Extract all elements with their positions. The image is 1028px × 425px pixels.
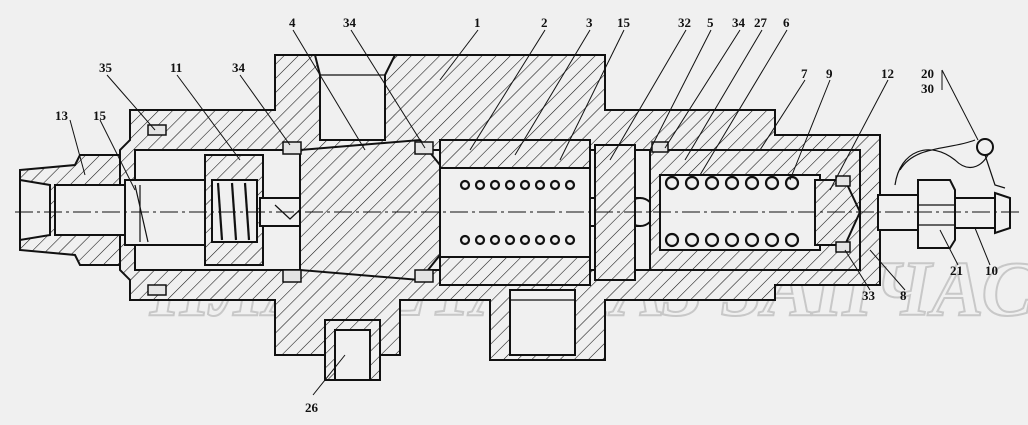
inlet-spring-assembly [204,154,264,266]
inlet-fitting [19,154,131,266]
callout-10: 10 [985,263,998,278]
callout-34-top: 34 [343,15,357,30]
callout-27: 27 [754,15,768,30]
leader-lines [69,29,991,396]
seal-wire [894,138,1006,189]
callout-6: 6 [783,15,790,30]
callout-2: 2 [541,15,548,30]
callout-1: 1 [474,15,481,30]
callout-7: 7 [801,66,808,81]
o-ring-seals [147,124,851,296]
callout-4: 4 [289,15,296,30]
callout-34-right: 34 [732,15,746,30]
callout-21: 21 [950,263,963,278]
safety-spring [664,175,800,248]
callout-8: 8 [900,288,907,303]
callout-3: 3 [586,15,593,30]
callout-15-right: 15 [617,15,631,30]
callout-35: 35 [99,60,113,75]
callout-5: 5 [707,15,714,30]
callout-11: 11 [170,60,182,75]
callout-20: 20 [921,66,934,81]
callout-labels: 1 2 3 4 5 6 7 8 9 10 11 12 13 15 15 20 2… [55,15,998,415]
callout-15-left: 15 [93,108,107,123]
callout-34-left: 34 [232,60,246,75]
callout-30: 30 [921,81,934,96]
callout-12: 12 [881,66,894,81]
callout-32: 32 [678,15,691,30]
callout-9: 9 [826,66,833,81]
callout-33: 33 [862,288,876,303]
callout-26: 26 [305,400,319,415]
central-spring [459,179,576,246]
callout-13: 13 [55,108,69,123]
